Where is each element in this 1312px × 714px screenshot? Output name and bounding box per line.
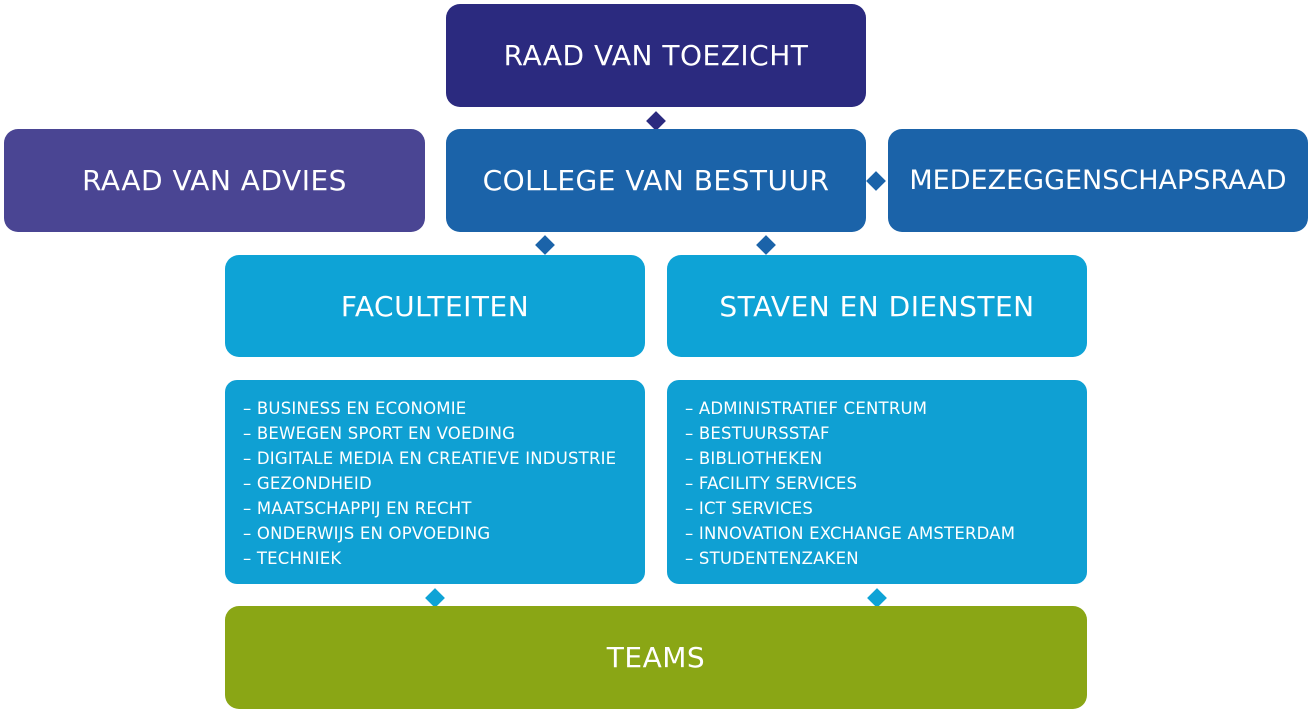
dienst-item: ADMINISTRATIEF CENTRUM <box>685 396 1069 421</box>
faculteit-item: MAATSCHAPPIJ EN RECHT <box>243 496 627 521</box>
dienst-item: BIBLIOTHEKEN <box>685 446 1069 471</box>
faculteit-item: GEZONDHEID <box>243 471 627 496</box>
dienst-item: INNOVATION EXCHANGE AMSTERDAM <box>685 521 1069 546</box>
dienst-item: ICT SERVICES <box>685 496 1069 521</box>
connector-staven-teams <box>867 588 887 608</box>
staven-en-diensten-box: STAVEN EN DIENSTEN <box>667 255 1087 357</box>
faculteit-item: BUSINESS EN ECONOMIE <box>243 396 627 421</box>
raad-van-toezicht-box: RAAD VAN TOEZICHT <box>446 4 866 107</box>
dienst-item: BESTUURSSTAF <box>685 421 1069 446</box>
college-van-bestuur-label: COLLEGE VAN BESTUUR <box>482 164 830 197</box>
staven-en-diensten-list: ADMINISTRATIEF CENTRUM BESTUURSSTAF BIBL… <box>667 380 1087 584</box>
medezeggenschapsraad-box: MEDEZEGGENSCHAPSRAAD <box>888 129 1308 232</box>
connector-college-medezeggenschap <box>866 171 886 191</box>
faculteit-item: BEWEGEN SPORT EN VOEDING <box>243 421 627 446</box>
medezeggenschapsraad-label: MEDEZEGGENSCHAPSRAAD <box>909 165 1287 196</box>
raad-van-toezicht-label: RAAD VAN TOEZICHT <box>503 39 809 72</box>
raad-van-advies-box: RAAD VAN ADVIES <box>4 129 425 232</box>
teams-box: TEAMS <box>225 606 1087 709</box>
raad-van-advies-label: RAAD VAN ADVIES <box>82 164 347 197</box>
connector-faculteiten-teams <box>425 588 445 608</box>
staven-en-diensten-label: STAVEN EN DIENSTEN <box>719 289 1035 323</box>
teams-label: TEAMS <box>606 641 706 674</box>
dienst-item: FACILITY SERVICES <box>685 471 1069 496</box>
dienst-item: STUDENTENZAKEN <box>685 546 1069 571</box>
connector-college-staven <box>756 235 776 255</box>
faculteit-item: DIGITALE MEDIA EN CREATIEVE INDUSTRIE <box>243 446 627 471</box>
faculteit-item: TECHNIEK <box>243 546 627 571</box>
connector-toezicht-college <box>646 111 666 131</box>
college-van-bestuur-box: COLLEGE VAN BESTUUR <box>446 129 866 232</box>
faculteiten-box: FACULTEITEN <box>225 255 645 357</box>
faculteiten-list: BUSINESS EN ECONOMIE BEWEGEN SPORT EN VO… <box>225 380 645 584</box>
faculteiten-label: FACULTEITEN <box>340 289 530 323</box>
connector-college-faculteiten <box>535 235 555 255</box>
faculteit-item: ONDERWIJS EN OPVOEDING <box>243 521 627 546</box>
